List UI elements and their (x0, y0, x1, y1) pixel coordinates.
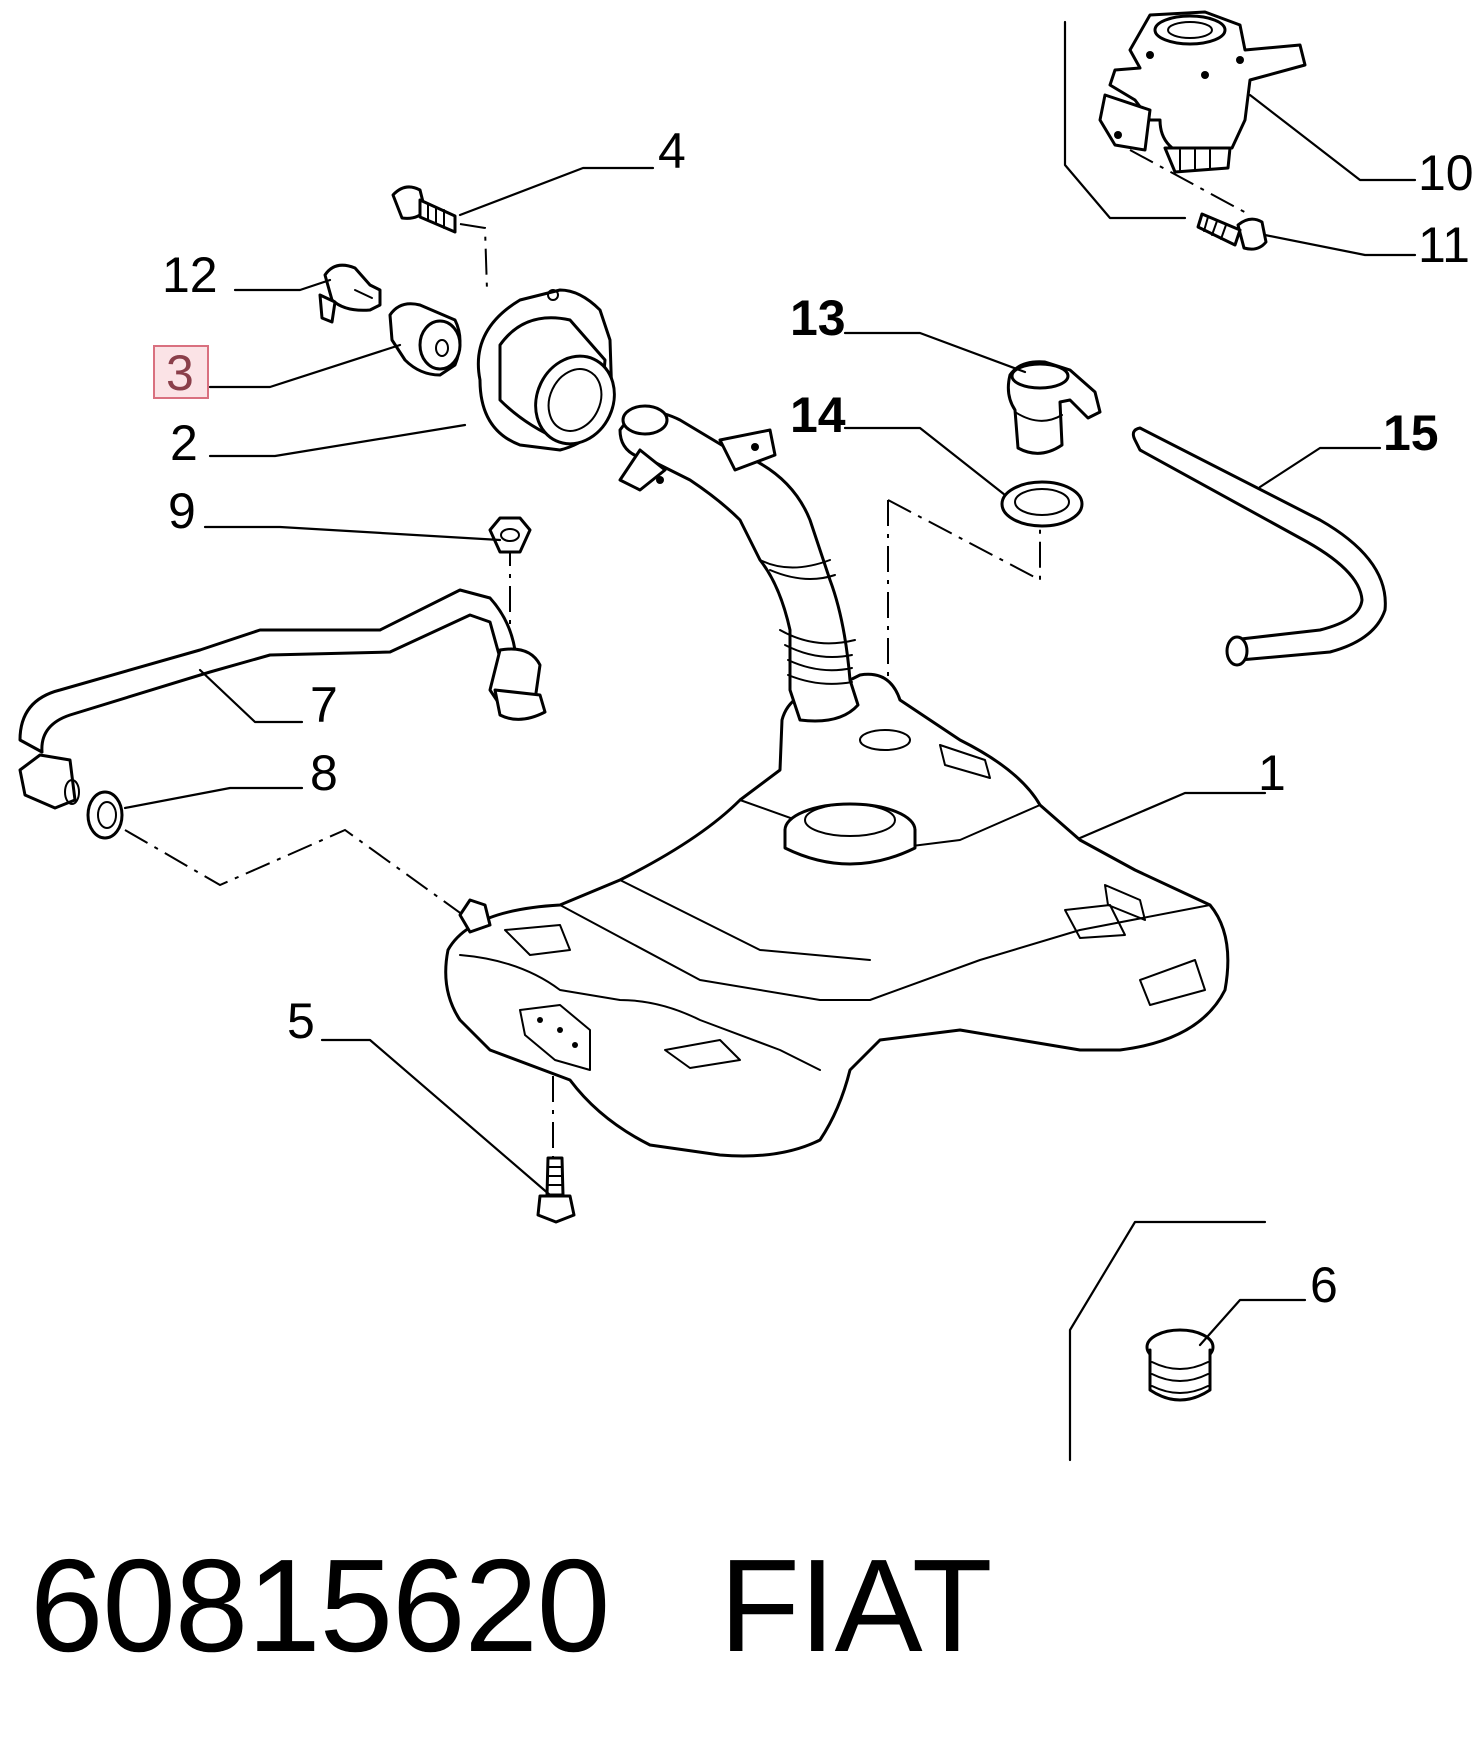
callout-labels: 1 2 3 4 5 6 7 8 9 10 11 12 13 14 15 (153, 123, 1473, 1313)
hose-part-15 (1131, 426, 1387, 667)
callout-14: 14 (790, 387, 846, 443)
bolt-part-5 (536, 1156, 576, 1224)
valve-assembly-part-10 (1098, 10, 1307, 174)
callout-10: 10 (1418, 145, 1473, 201)
callout-7: 7 (310, 677, 338, 733)
filler-hose (618, 404, 860, 723)
callout-11: 11 (1418, 217, 1470, 273)
valve-part-13 (1006, 360, 1102, 455)
callout-12: 12 (162, 247, 218, 303)
callout-13: 13 (790, 290, 846, 346)
vent-pipe-part-7 (18, 588, 547, 810)
gasket-part-14 (1000, 480, 1084, 528)
brand-name: FIAT (719, 1532, 992, 1679)
callout-5: 5 (287, 993, 315, 1049)
inset-brackets (1063, 20, 1267, 1462)
callout-3-highlight-box (153, 345, 209, 399)
key-part-12 (318, 263, 382, 324)
part-number: 60815620 (30, 1532, 610, 1679)
callout-1: 1 (1258, 745, 1286, 801)
lock-cylinder-part-3 (388, 302, 462, 377)
callout-6: 6 (1310, 1257, 1338, 1313)
leader-lines (123, 93, 1417, 1347)
plug-part-6 (1145, 1328, 1215, 1402)
callout-15: 15 (1383, 405, 1439, 461)
callout-2: 2 (170, 415, 198, 471)
fuel-tank-part-1 (444, 672, 1230, 1158)
assembly-lines (124, 149, 1251, 1170)
callout-8: 8 (310, 745, 338, 801)
filler-housing-part-2 (476, 288, 616, 452)
nut-part-9 (488, 516, 532, 554)
screw-part-4 (391, 185, 457, 234)
part-caption: 60815620 FIAT (30, 1530, 992, 1679)
callout-9: 9 (168, 483, 196, 539)
clip-part-8 (86, 790, 124, 840)
callout-3: 3 (166, 345, 194, 401)
screw-part-11 (1196, 212, 1268, 251)
callout-4: 4 (658, 123, 686, 179)
